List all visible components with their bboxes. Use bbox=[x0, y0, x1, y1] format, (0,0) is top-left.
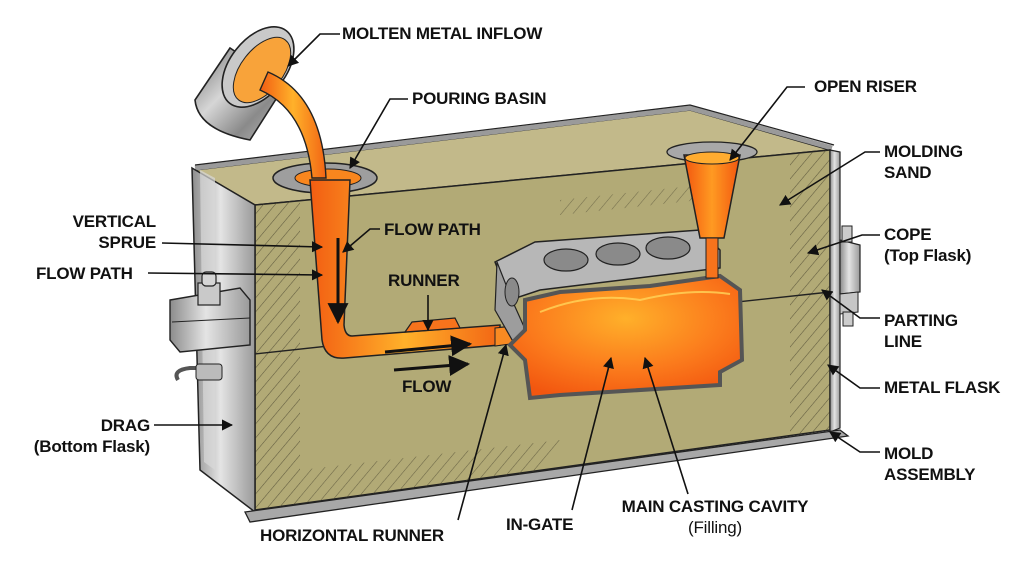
label-flow-path-center: FLOW PATH bbox=[384, 220, 481, 239]
label-drag: DRAG (Bottom Flask) bbox=[10, 415, 150, 457]
leader-flow-path-center bbox=[342, 228, 380, 253]
label-main-casting-cavity-line2: (Filling) bbox=[688, 518, 742, 537]
label-parting-line-line1: PARTING bbox=[884, 311, 958, 330]
label-main-casting-cavity: MAIN CASTING CAVITY (Filling) bbox=[610, 496, 820, 538]
label-cope: COPE (Top Flask) bbox=[884, 224, 971, 266]
vertical-sprue bbox=[309, 179, 501, 359]
leader-mold-assembly bbox=[829, 431, 880, 453]
label-metal-flask: METAL FLASK bbox=[884, 378, 1001, 397]
label-mold-assembly: MOLD ASSEMBLY bbox=[884, 443, 975, 485]
label-parting-line: PARTING LINE bbox=[884, 310, 958, 352]
leader-molten-metal-inflow bbox=[287, 33, 340, 67]
label-cope-line2: (Top Flask) bbox=[884, 246, 972, 265]
label-drag-line1: DRAG bbox=[100, 416, 150, 435]
leader-cope bbox=[806, 234, 880, 256]
leader-vertical-sprue bbox=[161, 241, 324, 253]
runner-flow-arrow bbox=[384, 335, 473, 357]
label-drag-line2: (Bottom Flask) bbox=[33, 437, 150, 456]
leader-horizontal-runner bbox=[457, 343, 509, 521]
label-in-gate: IN-GATE bbox=[506, 515, 574, 534]
leader-open-riser bbox=[729, 86, 805, 161]
label-main-casting-cavity-line1: MAIN CASTING CAVITY bbox=[621, 497, 809, 516]
label-flow-path-left: FLOW PATH bbox=[36, 264, 133, 283]
label-vertical-sprue-line2: SPRUE bbox=[98, 233, 156, 252]
label-vertical-sprue: VERTICAL SPRUE bbox=[60, 211, 157, 253]
main-casting-cavity bbox=[507, 273, 745, 401]
label-molten-metal-inflow: MOLTEN METAL INFLOW bbox=[342, 24, 543, 43]
label-vertical-sprue-line1: VERTICAL bbox=[72, 212, 157, 231]
leader-lines bbox=[147, 33, 880, 521]
label-horizontal-runner: HORIZONTAL RUNNER bbox=[260, 526, 444, 545]
leader-metal-flask bbox=[827, 364, 880, 389]
leader-pouring-basin bbox=[349, 98, 408, 169]
leader-molding-sand bbox=[779, 151, 880, 206]
bottom-plate bbox=[244, 429, 850, 523]
left-clamp bbox=[169, 271, 251, 382]
leader-in-gate-1 bbox=[571, 356, 614, 511]
label-molding-sand-line2: SAND bbox=[884, 163, 932, 182]
label-mold-assembly-line1: MOLD bbox=[884, 444, 934, 463]
label-runner: RUNNER bbox=[388, 271, 460, 290]
pour-stream bbox=[259, 71, 327, 179]
label-molding-sand: MOLDING SAND bbox=[884, 141, 963, 183]
leader-main-cavity bbox=[642, 356, 689, 495]
label-open-riser: OPEN RISER bbox=[814, 77, 917, 96]
label-cope-line1: COPE bbox=[884, 225, 932, 244]
label-pouring-basin: POURING BASIN bbox=[412, 89, 547, 108]
leader-flow-path-left bbox=[147, 269, 324, 281]
label-molding-sand-line1: MOLDING bbox=[884, 142, 963, 161]
label-mold-assembly-line2: ASSEMBLY bbox=[884, 465, 976, 484]
label-flow: FLOW bbox=[402, 377, 452, 396]
casting-cavity bbox=[494, 229, 745, 401]
label-parting-line-line2: LINE bbox=[884, 332, 922, 351]
ladle bbox=[194, 26, 327, 179]
right-flask-wall bbox=[829, 149, 841, 433]
leader-parting-line bbox=[821, 289, 880, 319]
flow-arrow bbox=[393, 355, 471, 376]
right-clamp bbox=[839, 225, 861, 327]
